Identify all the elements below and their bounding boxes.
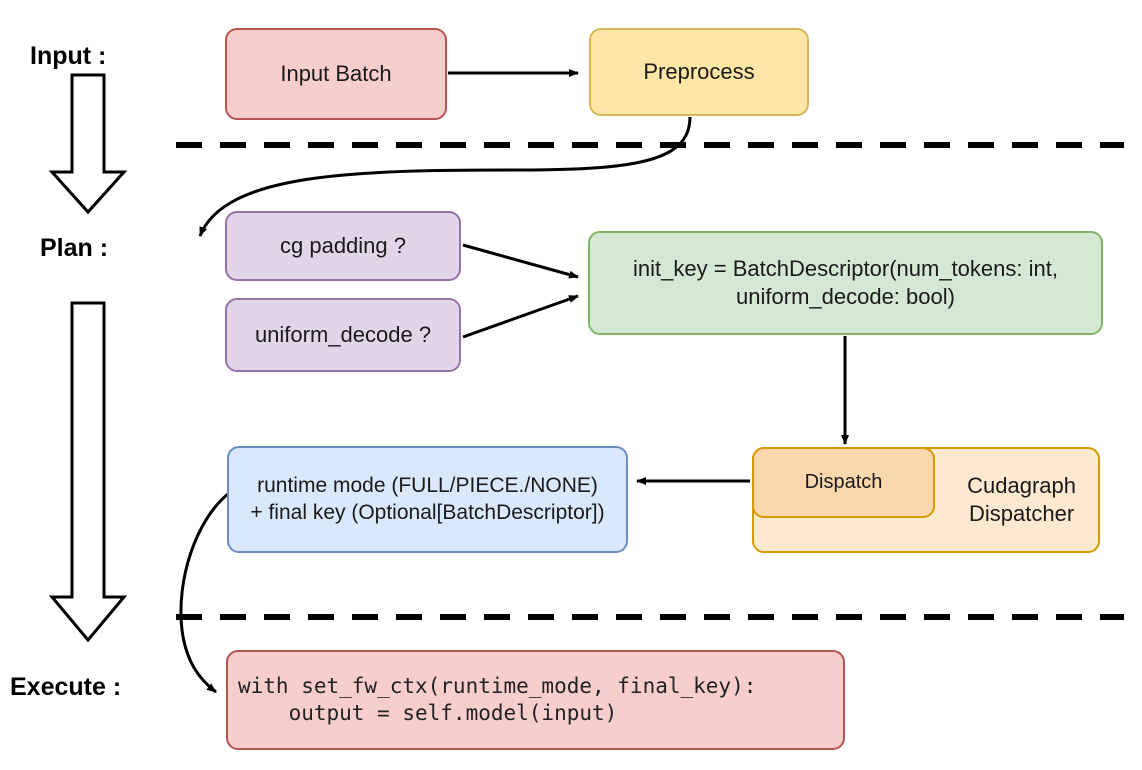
node-runtime-mode[interactable]: runtime mode (FULL/PIECE./NONE)+ final k… (227, 446, 628, 553)
stage-label-execute: Execute : (10, 673, 122, 701)
node-init-key[interactable]: init_key = BatchDescriptor(num_tokens: i… (588, 231, 1103, 335)
edge-uniform-decode-to-init-key (462, 294, 579, 339)
edge-runtime-mode-to-execute-code (179, 492, 229, 694)
node-cg-padding[interactable]: cg padding ? (225, 211, 461, 281)
edge-cg-padding-to-init-key (462, 243, 579, 279)
stage-label-input: Input : (30, 42, 107, 70)
node-dispatch[interactable]: Dispatch (752, 447, 935, 518)
stage-label-plan: Plan : (40, 234, 109, 262)
node-input-batch[interactable]: Input Batch (225, 28, 447, 120)
node-execute-code[interactable]: with set_fw_ctx(runtime_mode, final_key)… (226, 650, 845, 750)
node-uniform-decode[interactable]: uniform_decode ? (225, 298, 461, 372)
plan-to-execute-block-arrow (48, 301, 128, 643)
edge-preprocess-to-cg-padding (198, 116, 692, 237)
node-preprocess[interactable]: Preprocess (589, 28, 809, 116)
input-to-plan-block-arrow (48, 73, 128, 215)
